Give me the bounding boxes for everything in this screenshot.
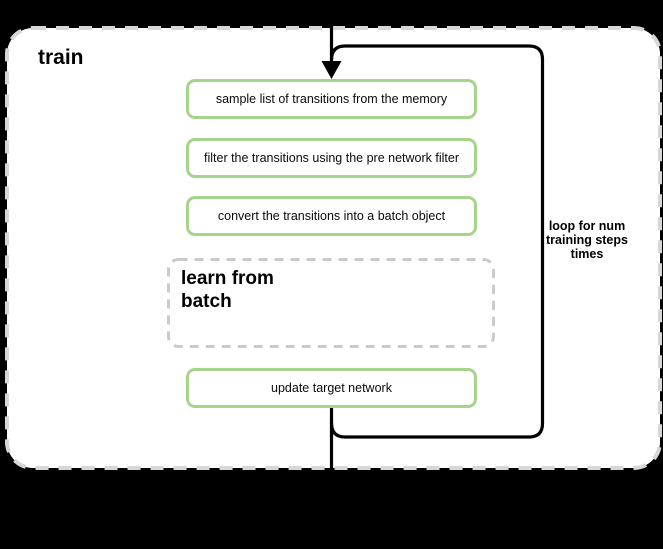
step-sample-transitions: sample list of transitions from the memo…: [186, 79, 477, 119]
step-label: filter the transitions using the pre net…: [204, 151, 459, 165]
learn-from-batch-label: learn from batch: [167, 258, 495, 348]
learn-from-batch-box: [167, 258, 495, 348]
arrowhead-down-icon: [321, 61, 342, 79]
learn-from-batch-line1: learn from: [181, 268, 274, 289]
loop-path: [329, 44, 545, 439]
step-convert-to-batch: convert the transitions into a batch obj…: [186, 196, 477, 236]
learn-from-batch-line2: batch: [181, 291, 232, 313]
step-filter-transitions: filter the transitions using the pre net…: [186, 138, 477, 178]
step-update-target-network: update target network: [186, 368, 477, 408]
train-container: [5, 26, 662, 470]
loop-annotation-line2: training steps: [546, 233, 628, 247]
loop-annotation-line3: times: [570, 247, 604, 261]
step-label: convert the transitions into a batch obj…: [217, 209, 446, 223]
loop-annotation-line1: loop for num: [548, 219, 626, 233]
step-label: update target network: [271, 381, 392, 395]
train-container-title: train: [38, 46, 84, 69]
loop-annotation: loop for num training steps times: [531, 219, 643, 261]
step-label: sample list of transitions from the memo…: [215, 92, 448, 106]
